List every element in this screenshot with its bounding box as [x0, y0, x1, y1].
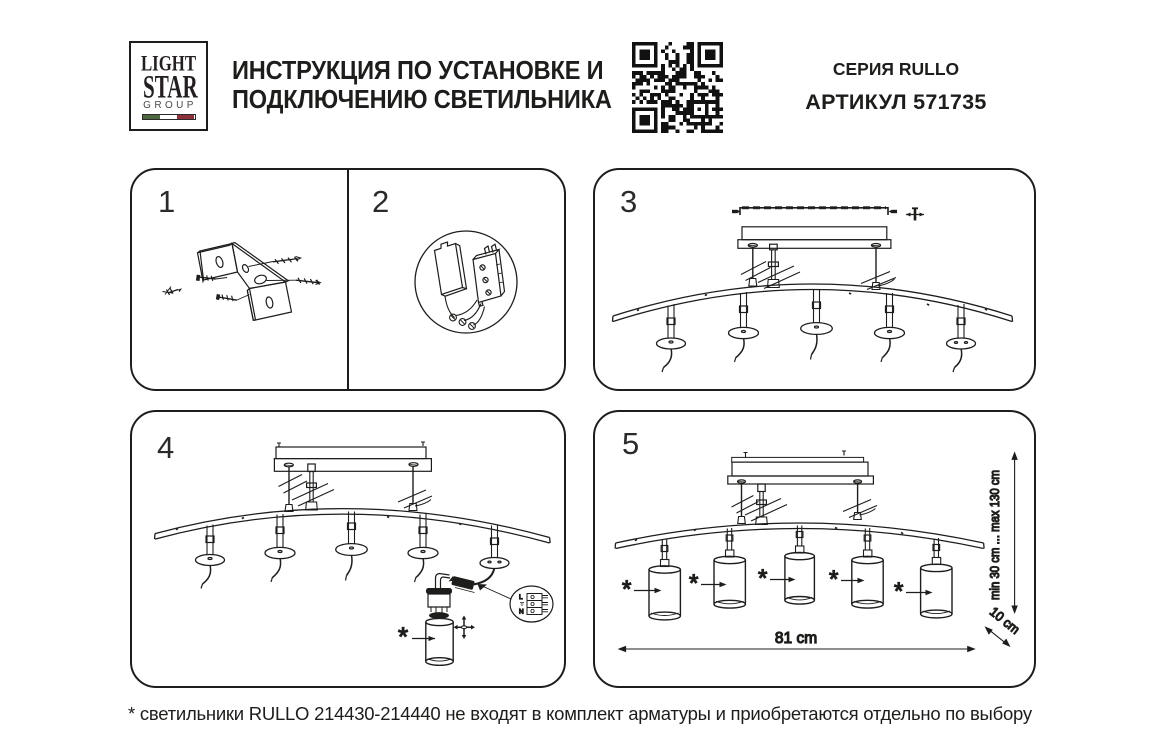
screw-icon	[162, 286, 182, 296]
article-label: АРТИКУЛ 571735	[805, 90, 987, 114]
wall-plug-icon	[215, 294, 250, 302]
terminal-l-label: L	[519, 594, 523, 601]
lamp-post-2	[727, 292, 760, 363]
lamp-post-3	[335, 511, 368, 581]
lamp-post-5	[473, 525, 510, 586]
asterisk-mark: *	[622, 576, 631, 603]
qr-code	[632, 42, 723, 138]
logo-word-group: GROUP	[143, 100, 197, 111]
step-3-panel: 3	[593, 168, 1036, 391]
terminal-block-drawing	[472, 243, 506, 308]
lamp-post-3	[800, 289, 833, 360]
lamp-post-1	[194, 524, 226, 589]
step-5-drawing: * * * * *	[614, 450, 1023, 653]
step-1-2-panel: 1 2	[130, 168, 566, 391]
document-title: ИНСТРУКЦИЯ ПО УСТАНОВКЕ И ПОДКЛЮЧЕНИЮ СВ…	[232, 57, 621, 115]
suspension-rod-right	[842, 483, 878, 521]
flag-green-stripe	[142, 115, 160, 119]
asterisk-mark: *	[829, 566, 838, 593]
suspension-rod-right	[860, 247, 897, 291]
asterisk-mark: *	[894, 578, 903, 605]
asterisk-pointer: *	[828, 565, 865, 594]
step-1-2-drawing	[162, 230, 518, 334]
panel-divider	[347, 170, 349, 389]
pendant-5	[919, 538, 953, 619]
depth-dimension: 10 cm	[984, 603, 1023, 647]
pendant-1	[648, 538, 682, 621]
wire-connector-drawing	[448, 576, 475, 593]
flag-red-stripe	[177, 115, 195, 119]
title-line-1: ИНСТРУКЦИЯ ПО УСТАНОВКЕ И	[232, 57, 604, 85]
asterisk-mark: *	[689, 570, 698, 597]
curved-rail-drawing	[614, 522, 985, 550]
height-dimension: min 30 cm ... max 130 cm	[986, 451, 1018, 614]
lightstar-logo: LIGHT STAR GROUP	[129, 41, 208, 131]
qr-code-svg	[632, 42, 723, 133]
title-line-2: ПОДКЛЮЧЕНИЮ СВЕТИЛЬНИКА	[232, 85, 612, 114]
ceiling-canopy-drawing	[273, 441, 432, 472]
width-label: 81 cm	[775, 630, 817, 647]
suspension-rod-left	[731, 483, 759, 525]
wiring-detail-drawing	[414, 230, 518, 334]
ceiling-canopy-drawing	[737, 226, 892, 249]
lamp-post-2	[264, 514, 296, 583]
width-dimension: 81 cm	[617, 629, 976, 653]
step-4-drawing: * L N	[153, 441, 554, 666]
step-3-number: 3	[620, 184, 638, 219]
terminal-n-label: N	[519, 609, 524, 616]
asterisk-pointer: *	[621, 575, 662, 604]
pendant-4	[851, 528, 884, 609]
bracket-plate-drawing	[433, 241, 468, 319]
suspension-rod-middle	[757, 243, 801, 289]
footnote: * светильники RULLO 214430-214440 не вхо…	[128, 703, 1032, 724]
asterisk-pointer: *	[397, 621, 435, 652]
wall-plug-icon	[266, 277, 322, 286]
asterisk-pointer: *	[757, 564, 796, 593]
asterisk-pointer: *	[688, 569, 727, 598]
height-label: min 30 cm ... max 130 cm	[987, 470, 1002, 600]
step-5-panel: 5	[593, 410, 1036, 688]
step-4-number: 4	[157, 430, 175, 465]
lamp-post-4	[407, 514, 439, 583]
ceiling-canopy-drawing	[727, 450, 875, 485]
wires-drawing	[449, 299, 486, 330]
suspension-rod-middle	[744, 483, 788, 526]
series-label: СЕРИЯ RULLO	[832, 59, 960, 79]
step-5-number: 5	[622, 426, 640, 461]
mounting-bracket-drawing	[162, 241, 322, 321]
asterisk-mark: *	[758, 565, 767, 592]
logo-word-light: LIGHT	[140, 51, 197, 77]
suspension-rod-middle	[291, 463, 335, 511]
terminal-zoom-circle: L N	[477, 584, 554, 623]
step-4-panel: 4	[130, 410, 566, 688]
screw-adjust-icon	[906, 207, 924, 221]
asterisk-pointer: *	[893, 577, 933, 606]
asterisk-mark: *	[398, 622, 408, 652]
lamp-post-1	[655, 304, 687, 373]
pendant-3	[784, 525, 816, 605]
flag-white-stripe	[159, 115, 178, 119]
lamp-socket-drawing	[425, 572, 454, 666]
screw-drawing	[195, 274, 228, 282]
logo-italian-flag	[141, 114, 196, 120]
mounting-bar-dashed	[732, 206, 897, 215]
suspension-rod-right	[397, 466, 433, 512]
suspension-rod-left	[740, 247, 771, 287]
step-3-drawing	[611, 206, 1014, 373]
pendant-2	[713, 528, 747, 609]
lamp-post-4	[873, 293, 906, 363]
step-2-number: 2	[372, 184, 390, 219]
move-icon	[453, 615, 475, 639]
wall-plug-icon	[248, 255, 303, 267]
suspension-rod-left	[278, 466, 308, 513]
lamp-post-5	[945, 304, 977, 373]
logo-word-star: STAR	[143, 68, 198, 105]
step-1-number: 1	[158, 184, 176, 219]
